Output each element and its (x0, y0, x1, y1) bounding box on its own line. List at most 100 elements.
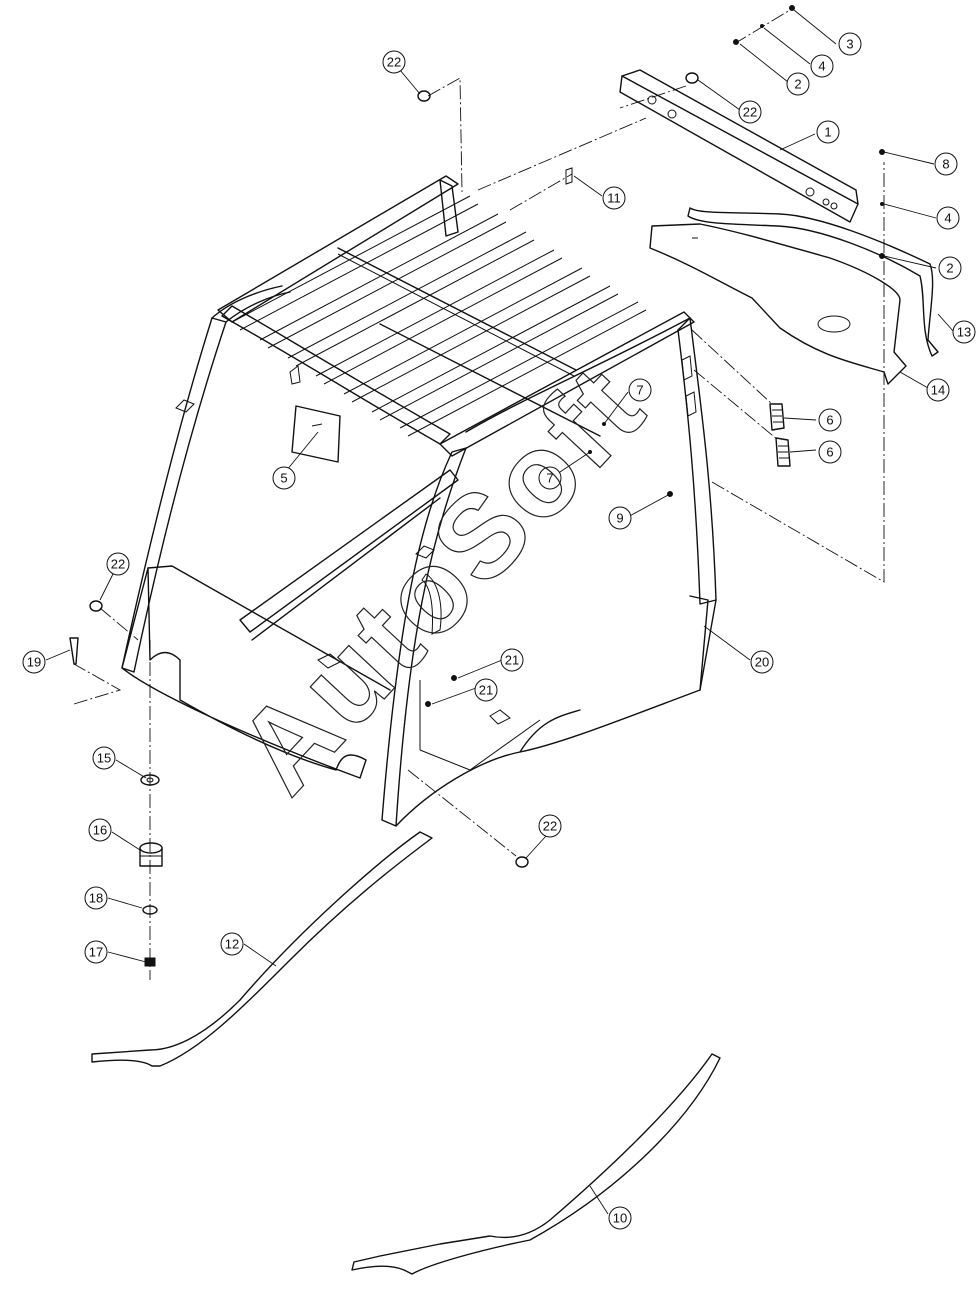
callout-15: 15 (92, 746, 116, 770)
callout-circle (938, 256, 962, 280)
callout-circle (750, 650, 774, 674)
callout-circle (810, 54, 834, 78)
callout-10: 10 (608, 1206, 632, 1230)
callout-label: 14 (931, 383, 945, 398)
callout-18: 18 (84, 886, 108, 910)
pin-19 (69, 637, 79, 665)
vent-grilles (681, 355, 791, 467)
mount-stack (139, 774, 163, 967)
callout-label: 22 (543, 819, 557, 834)
callout-label: 13 (957, 325, 971, 340)
callout-6: 6 (818, 440, 842, 464)
callout-label: 6 (826, 413, 833, 428)
callout-circle (84, 886, 108, 910)
cab-frame (121, 175, 717, 827)
callout-circle (220, 932, 244, 956)
callout-label: 17 (89, 945, 103, 960)
callout-circle (816, 120, 840, 144)
callout-circle (92, 746, 116, 770)
callout-16: 16 (88, 818, 112, 842)
callout-17: 17 (84, 940, 108, 964)
callout-label: 11 (607, 191, 621, 206)
hardware-dots (425, 5, 885, 707)
seal-strip-12 (91, 831, 433, 1067)
callout-label: 9 (616, 511, 623, 526)
callout-circle (818, 408, 842, 432)
callout-circle (500, 648, 524, 672)
callout-8: 8 (934, 152, 958, 176)
callout-11: 11 (602, 186, 626, 210)
callout-14: 14 (926, 378, 950, 402)
callout-circle (608, 1206, 632, 1230)
seal-strip-10 (351, 1053, 721, 1275)
callout-2: 2 (938, 256, 962, 280)
callout-circle (382, 50, 406, 74)
callout-label: 22 (743, 105, 757, 120)
callout-22: 22 (382, 50, 406, 74)
callout-circle (538, 814, 562, 838)
roof-panel (649, 223, 907, 385)
callout-circle (628, 378, 652, 402)
callout-label: 20 (755, 655, 769, 670)
callout-22: 22 (738, 100, 762, 124)
callout-label: 12 (225, 937, 239, 952)
callout-13: 13 (952, 320, 976, 344)
plug-parts (89, 72, 699, 868)
callout-circle (106, 552, 130, 576)
callout-3: 3 (838, 32, 862, 56)
callout-label: 4 (944, 211, 951, 226)
callout-4: 4 (936, 206, 960, 230)
callout-label: 15 (97, 751, 111, 766)
callout-19: 19 (22, 650, 46, 674)
callout-circle (838, 32, 862, 56)
callout-circle (738, 100, 762, 124)
callout-7: 7 (538, 466, 562, 490)
callout-circle (474, 678, 498, 702)
callout-4: 4 (810, 54, 834, 78)
callout-label: 5 (280, 471, 287, 486)
callout-circle (272, 466, 296, 490)
callout-circle (926, 378, 950, 402)
callout-circle (22, 650, 46, 674)
callout-label: 3 (846, 37, 853, 52)
callout-circle (602, 186, 626, 210)
callout-circle (538, 466, 562, 490)
top-bracket (619, 69, 859, 223)
callout-circle (934, 152, 958, 176)
callout-22: 22 (538, 814, 562, 838)
callout-circle (786, 72, 810, 96)
callout-5: 5 (272, 466, 296, 490)
callout-label: 21 (479, 683, 493, 698)
callout-label: 16 (93, 823, 107, 838)
watermark-text: AutoSoft (212, 340, 670, 818)
callout-6: 6 (818, 408, 842, 432)
callout-label: 21 (505, 653, 519, 668)
callout-22: 22 (106, 552, 130, 576)
callout-label: 22 (387, 55, 401, 70)
callout-label: 2 (794, 77, 801, 92)
callout-label: 1 (824, 125, 831, 140)
callout-20: 20 (750, 650, 774, 674)
roof-guard (231, 195, 647, 437)
callout-label: 6 (826, 445, 833, 460)
callout-circle (936, 206, 960, 230)
grab-handle (687, 207, 939, 357)
callout-label: 8 (942, 157, 949, 172)
callout-2: 2 (786, 72, 810, 96)
callout-label: 19 (27, 655, 41, 670)
callout-21: 21 (474, 678, 498, 702)
callout-label: 4 (818, 59, 825, 74)
callout-circle (818, 440, 842, 464)
callout-label: 2 (946, 261, 953, 276)
callout-label: 7 (546, 471, 553, 486)
callout-1: 1 (816, 120, 840, 144)
callout-circle (952, 320, 976, 344)
callout-9: 9 (608, 506, 632, 530)
callout-label: 18 (89, 891, 103, 906)
callout-label: 7 (636, 383, 643, 398)
callout-circle (608, 506, 632, 530)
callout-circle (84, 940, 108, 964)
callout-7: 7 (628, 378, 652, 402)
